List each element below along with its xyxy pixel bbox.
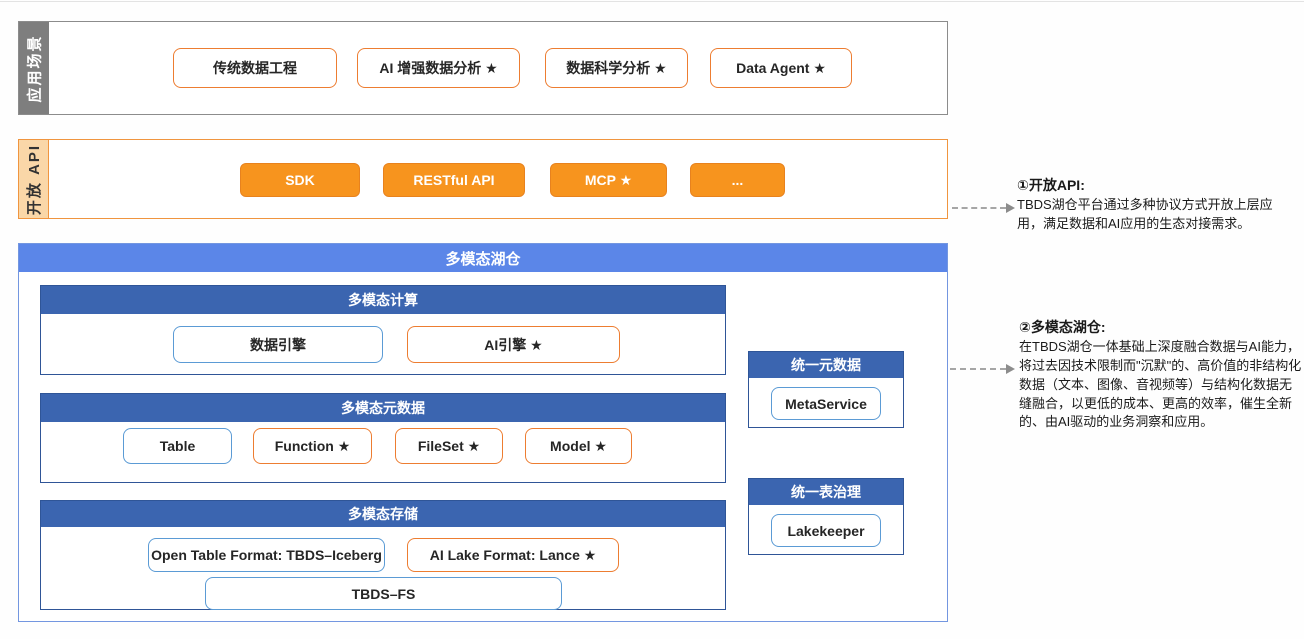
note-open-api-title: ①开放API: [1017,177,1085,193]
node-function: Function ★ [253,428,372,464]
note-open-api: ①开放API: TBDS湖仓平台通过多种协议方式开放上层应用，满足数据和AI应用… [1017,175,1293,234]
multimodal-compute-title: 多模态计算 [41,286,725,314]
node-data-agent: Data Agent ★ [710,48,852,88]
note2-dashed-connector [950,368,1006,370]
node-ai-lake-format-lance: AI Lake Format: Lance ★ [407,538,619,572]
node-ai-enhanced-analytics: AI 增强数据分析 ★ [357,48,520,88]
node-tbds-fs: TBDS–FS [205,577,562,610]
node-traditional-data-engineering: 传统数据工程 [173,48,337,88]
node-restful-api: RESTful API [383,163,525,197]
node-model: Model ★ [525,428,632,464]
application-scenarios-label: 应用场景 [26,33,44,103]
page-top-divider [0,1,1304,2]
note1-dashed-connector [952,207,1006,209]
node-open-table-format-iceberg: Open Table Format: TBDS–Iceberg [148,538,385,572]
multimodal-metadata-title: 多模态元数据 [41,394,725,422]
application-scenarios-label-strip: 应用场景 [19,22,49,114]
note-multimodal-lakehouse-title: ②多模态湖仓: [1019,319,1106,335]
node-table: Table [123,428,232,464]
multimodal-lakehouse-title: 多模态湖仓 [19,244,947,272]
node-fileset: FileSet ★ [395,428,503,464]
node-sdk: SDK [240,163,360,197]
note1-arrow-icon [1006,203,1015,213]
node-lakekeeper: Lakekeeper [771,514,881,547]
table-governance-title: 统一表治理 [749,479,903,505]
unified-metadata-title: 统一元数据 [749,352,903,378]
subsection-multimodal-compute: 多模态计算 [40,285,726,375]
note-multimodal-lakehouse-body: 在TBDS湖仓一体基础上深度融合数据与AI能力，将过去因技术限制而"沉默"的、高… [1019,339,1302,430]
note-multimodal-lakehouse: ②多模态湖仓: 在TBDS湖仓一体基础上深度融合数据与AI能力，将过去因技术限制… [1019,317,1303,432]
note-open-api-body: TBDS湖仓平台通过多种协议方式开放上层应用，满足数据和AI应用的生态对接需求。 [1017,197,1273,231]
open-api-label: 开放 API [26,143,43,215]
node-data-science-analytics: 数据科学分析 ★ [545,48,688,88]
node-more-protocols: ... [690,163,785,197]
node-data-engine: 数据引擎 [173,326,383,363]
note2-arrow-icon [1006,364,1015,374]
node-ai-engine: AI引擎 ★ [407,326,620,363]
node-metaservice: MetaService [771,387,881,420]
open-api-label-strip: 开放 API [19,140,49,218]
node-mcp: MCP ★ [550,163,667,197]
multimodal-storage-title: 多模态存储 [41,501,725,527]
